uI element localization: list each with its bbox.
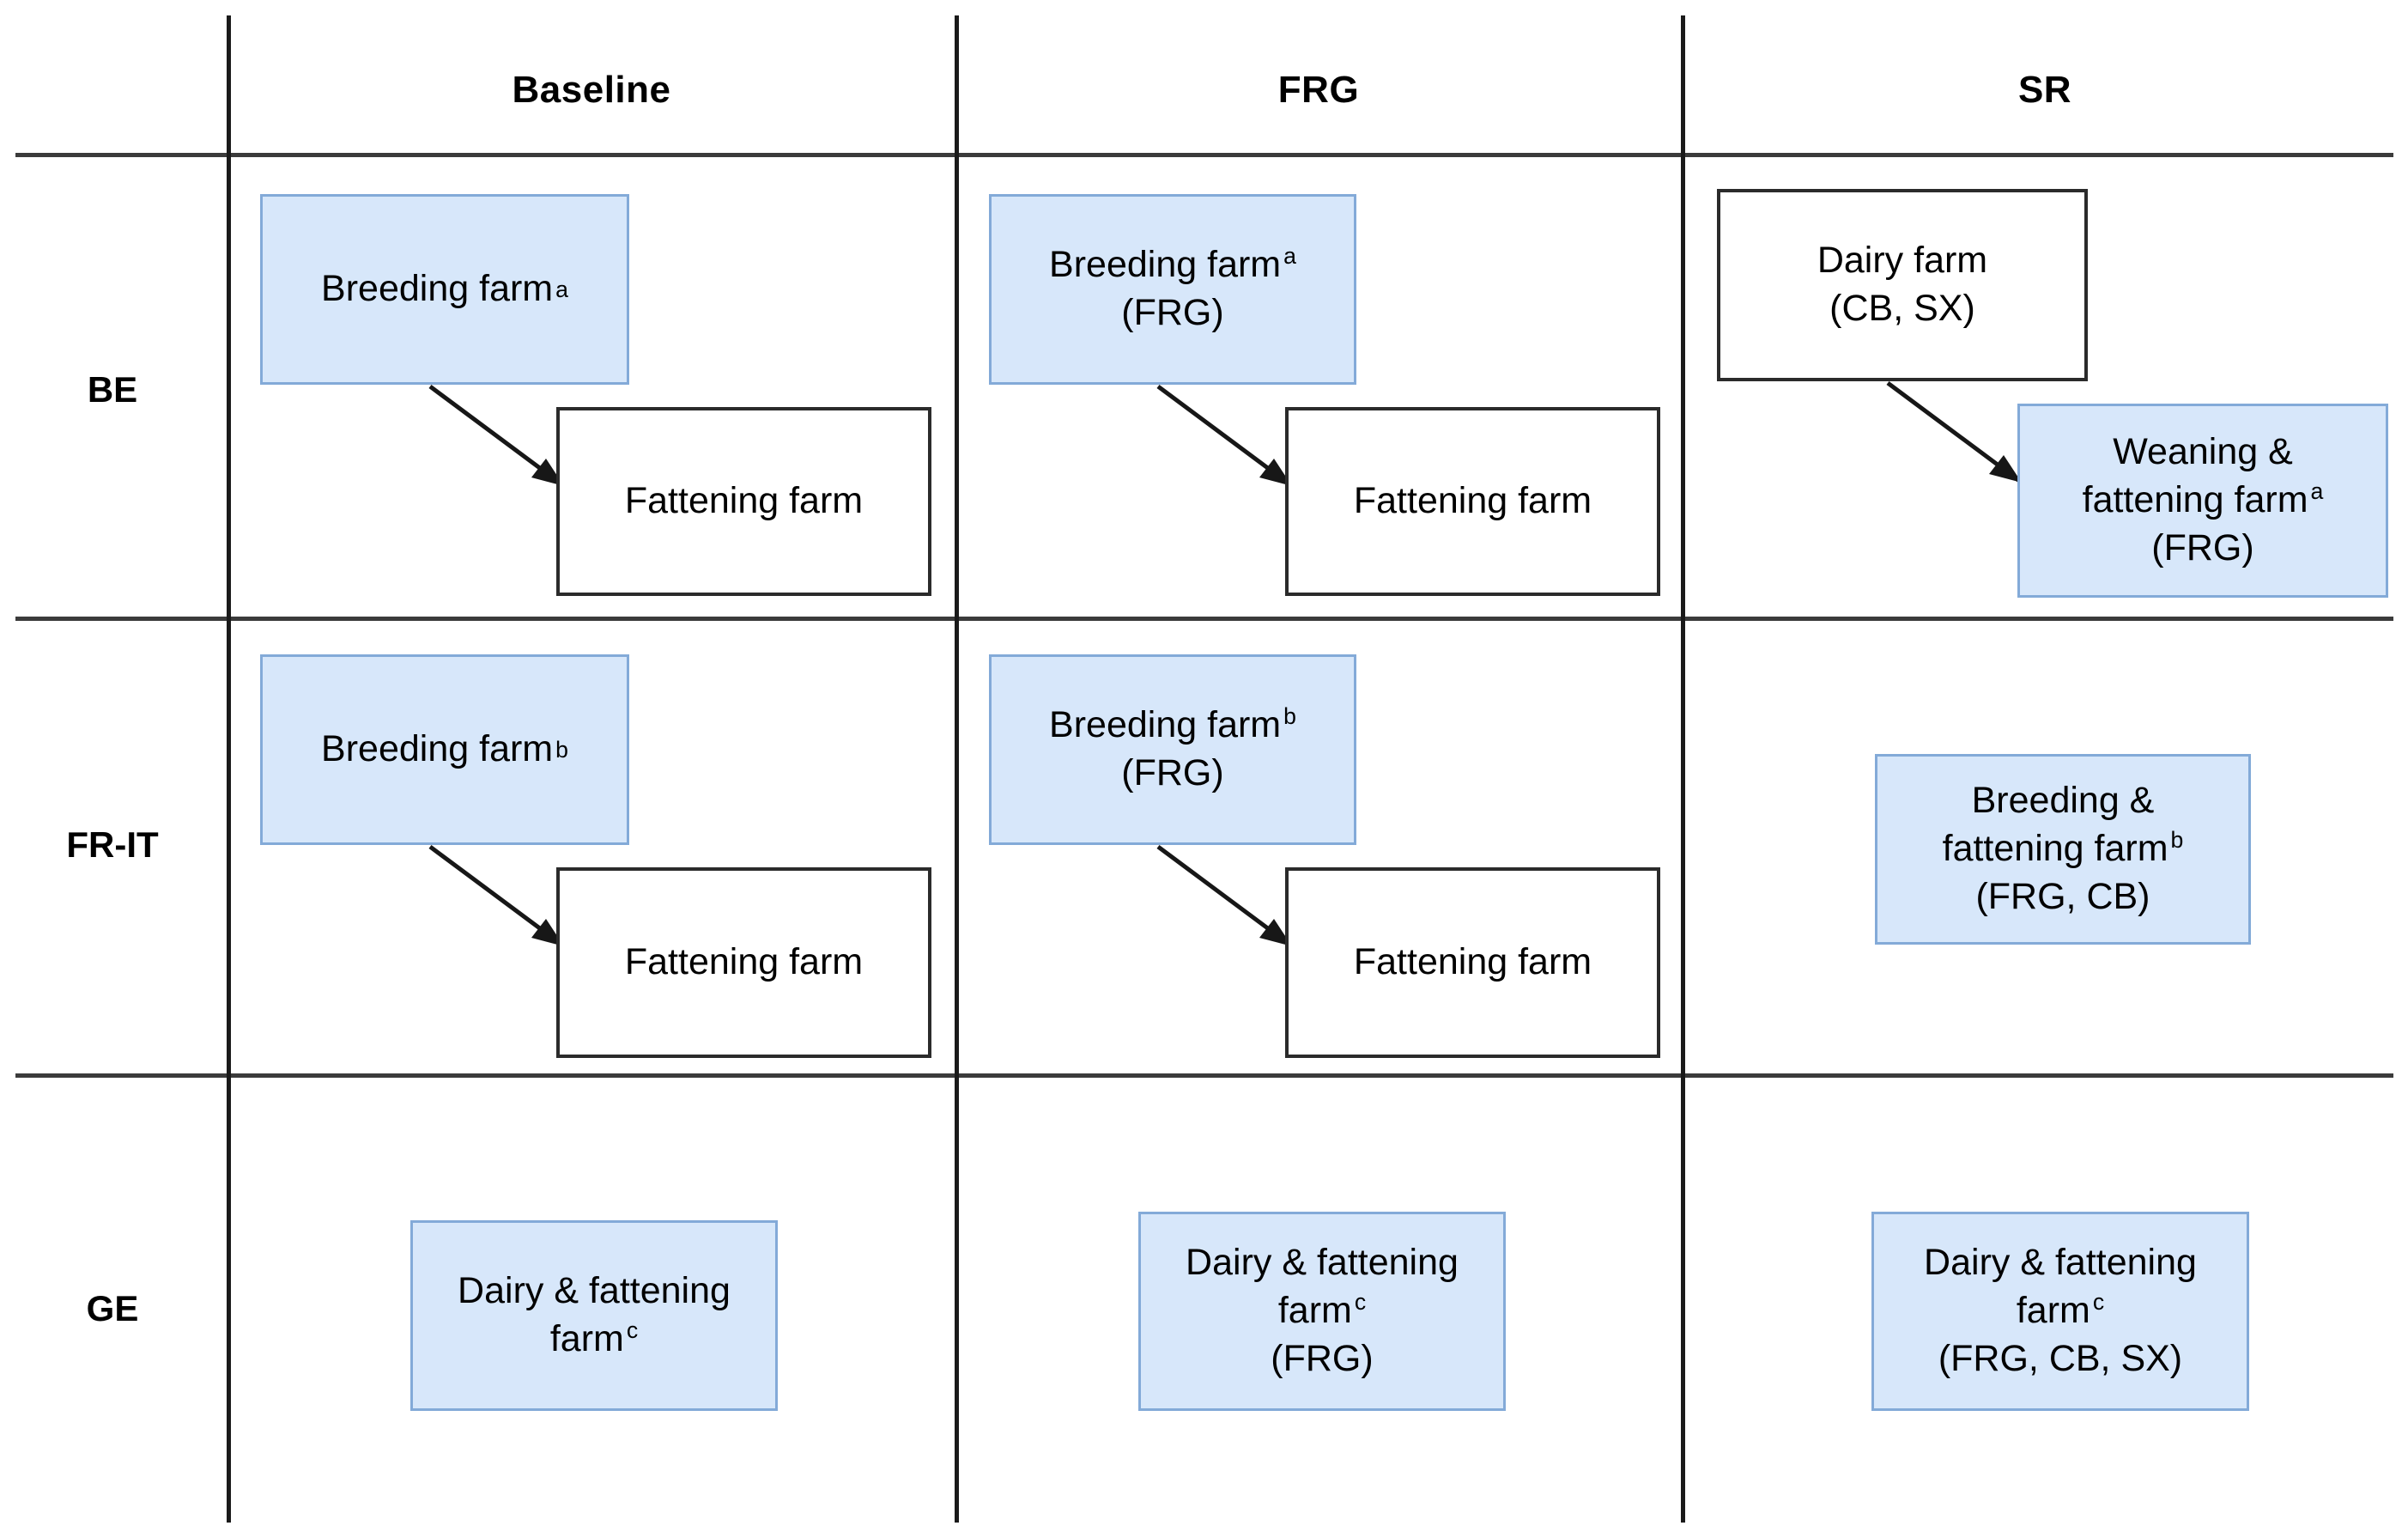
node-frit-baseline-fattening-farm[interactable]: Fattening farm bbox=[556, 867, 931, 1058]
node-be-sr-dairy-farm[interactable]: Dairy farm (CB, SX) bbox=[1717, 189, 2088, 381]
column-header-frg: FRG bbox=[1277, 69, 1360, 111]
node-label: Fattening farm bbox=[1353, 480, 1592, 522]
column-divider-left bbox=[227, 15, 231, 1523]
node-superscript: b bbox=[2170, 826, 2184, 853]
row-label-be: BE bbox=[87, 369, 138, 410]
node-superscript: a bbox=[1283, 242, 1296, 269]
node-label: Fattening farm bbox=[624, 480, 864, 522]
node-frit-frg-fattening-farm[interactable]: Fattening farm bbox=[1285, 867, 1660, 1058]
arrow-be-baseline bbox=[428, 384, 566, 489]
column-divider-right bbox=[1681, 15, 1685, 1523]
node-superscript: c bbox=[626, 1316, 639, 1343]
node-be-baseline-fattening-farm[interactable]: Fattening farm bbox=[556, 407, 931, 596]
node-superscript: a bbox=[2310, 477, 2324, 504]
node-frit-baseline-breeding-farm[interactable]: Breeding farm b bbox=[260, 654, 629, 845]
node-label: Breeding farm bbox=[321, 268, 554, 310]
row-divider-frit-ge bbox=[15, 1073, 2393, 1078]
node-superscript: c bbox=[1354, 1288, 1367, 1315]
column-divider-middle bbox=[955, 15, 959, 1523]
arrow-be-frg bbox=[1156, 384, 1294, 489]
node-be-frg-fattening-farm[interactable]: Fattening farm bbox=[1285, 407, 1660, 596]
node-superscript: c bbox=[2092, 1288, 2105, 1315]
node-label: Dairy farm (CB, SX) bbox=[1817, 240, 1988, 329]
arrow-frit-baseline bbox=[428, 844, 566, 949]
column-header-sr: SR bbox=[2017, 69, 2072, 111]
node-label: Fattening farm bbox=[1353, 941, 1592, 983]
row-label-ge: GE bbox=[86, 1288, 139, 1328]
node-label: Fattening farm bbox=[624, 941, 864, 983]
node-superscript: b bbox=[1283, 702, 1296, 729]
header-divider-rule bbox=[15, 153, 2393, 157]
node-be-baseline-breeding-farm[interactable]: Breeding farm a bbox=[260, 194, 629, 385]
arrow-be-sr bbox=[1886, 380, 2023, 485]
node-label: Breeding farm bbox=[321, 728, 554, 770]
row-divider-be-frit bbox=[15, 617, 2393, 621]
arrow-frit-frg bbox=[1156, 844, 1294, 949]
column-header-baseline: Baseline bbox=[512, 69, 671, 111]
row-label-fr-it: FR-IT bbox=[66, 824, 159, 865]
